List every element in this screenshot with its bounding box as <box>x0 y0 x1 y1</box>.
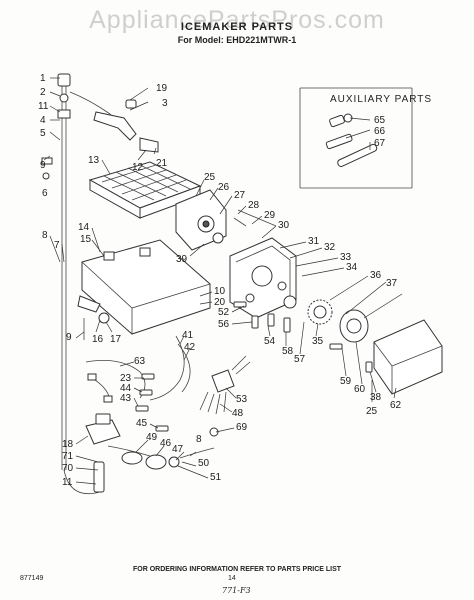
handwritten-mark: 771-F3 <box>222 586 251 595</box>
callout-label: 53 <box>236 394 248 405</box>
callout-label: 23 <box>120 373 132 384</box>
callout-label: 54 <box>264 336 276 347</box>
callout-label: 16 <box>92 334 104 345</box>
callout-label: 27 <box>234 190 246 201</box>
water-valve <box>85 413 219 470</box>
mounting-plate <box>175 189 227 251</box>
aux-part-67-tube <box>337 143 378 168</box>
callout-label: 66 <box>374 126 386 137</box>
leader-lines <box>43 77 403 485</box>
callout-label: 57 <box>294 354 306 365</box>
shutoff-arm <box>233 209 277 227</box>
callout-label: 7 <box>54 240 60 251</box>
callout-label: 43 <box>120 393 132 404</box>
callout-label: 2 <box>40 87 46 98</box>
model-line: For Model: EHD221MTWR-1 <box>177 35 297 45</box>
callout-label: 29 <box>264 210 276 221</box>
aux-part-65-fitting <box>329 113 353 128</box>
callout-label: 49 <box>146 432 158 443</box>
callout-label: 46 <box>160 438 172 449</box>
timing-gear <box>283 295 369 343</box>
callout-label: 32 <box>324 242 336 253</box>
callout-label: 21 <box>156 158 168 169</box>
auxiliary-parts-box <box>299 87 413 189</box>
callout-label: 19 <box>156 83 168 94</box>
callout-label: 8 <box>196 434 202 445</box>
callout-label: 47 <box>172 444 184 455</box>
callout-label: 6 <box>42 188 48 199</box>
callout-label: 34 <box>346 262 358 273</box>
callout-label: 63 <box>134 356 146 367</box>
module-cover <box>373 319 443 395</box>
callout-label: 60 <box>354 384 366 395</box>
callout-label: 33 <box>340 252 352 263</box>
ordering-note: FOR ORDERING INFORMATION REFER TO PARTS … <box>132 566 342 573</box>
callout-label: 38 <box>370 392 382 403</box>
site-watermark: AppliancePartsPros.com <box>89 6 385 34</box>
callout-label: 11 <box>38 101 49 112</box>
callout-label: 13 <box>88 155 100 166</box>
callout-label: 31 <box>308 236 320 247</box>
callout-label: 48 <box>232 408 244 419</box>
callout-label: 69 <box>236 422 248 433</box>
callout-label: 58 <box>282 346 294 357</box>
wiring-harness <box>85 335 191 403</box>
callout-label: 17 <box>110 334 122 345</box>
callout-label: 15 <box>80 234 92 245</box>
callout-label: 71 <box>62 451 74 462</box>
diagram-title: ICEMAKER PARTS <box>180 21 294 33</box>
callout-label: 4 <box>40 115 46 126</box>
page-number: 14 <box>228 575 236 582</box>
bail-arm <box>77 295 110 340</box>
callout-label: 37 <box>386 278 398 289</box>
callout-label: 56 <box>218 319 230 330</box>
fill-cup-assembly <box>93 99 159 153</box>
callout-label: 5 <box>40 128 46 139</box>
callout-label: 62 <box>390 400 402 411</box>
auxiliary-parts-title: AUXILIARY PARTS <box>330 94 433 105</box>
callout-label: 35 <box>312 336 324 347</box>
callout-label: 11 <box>62 477 73 488</box>
document-number: 877149 <box>20 575 44 582</box>
callout-label: 20 <box>214 297 226 308</box>
callout-label: 39 <box>176 254 188 265</box>
small-screws-right <box>233 301 373 373</box>
callout-label: 14 <box>78 222 90 233</box>
ice-bin <box>81 239 211 335</box>
callout-label: 51 <box>210 472 222 483</box>
callout-label: 18 <box>62 439 74 450</box>
callout-label: 8 <box>42 230 48 241</box>
callout-label: 45 <box>136 418 148 429</box>
callout-label: 44 <box>120 383 132 394</box>
harness-plug <box>199 355 251 415</box>
callout-label: 67 <box>374 138 386 149</box>
callout-label: 65 <box>374 115 386 126</box>
ice-mold-tray <box>88 161 202 219</box>
callout-label: 30 <box>278 220 290 231</box>
callout-label: 50 <box>198 458 210 469</box>
callout-label: 59 <box>340 376 352 387</box>
callout-label: 25 <box>204 172 216 183</box>
callout-numbers: 1 2 11 4 5 6 9 3 19 12 21 13 25 26 27 28… <box>38 73 402 488</box>
callout-label: 42 <box>184 342 196 353</box>
callout-label: 10 <box>214 286 226 297</box>
callout-label: 26 <box>218 182 230 193</box>
callout-label: 3 <box>162 98 168 109</box>
callout-label: 9 <box>40 160 46 171</box>
callout-label: 9 <box>66 332 72 343</box>
aux-part-66-fitting <box>325 133 353 150</box>
callout-label: 52 <box>218 307 230 318</box>
callout-label: 36 <box>370 270 382 281</box>
callout-label: 28 <box>248 200 260 211</box>
callout-label: 41 <box>182 330 194 341</box>
callout-label: 70 <box>62 463 74 474</box>
callout-label: 1 <box>40 73 46 84</box>
callout-label: 12 <box>132 162 144 173</box>
callout-label: 25 <box>366 406 378 417</box>
screws-group <box>135 373 169 432</box>
